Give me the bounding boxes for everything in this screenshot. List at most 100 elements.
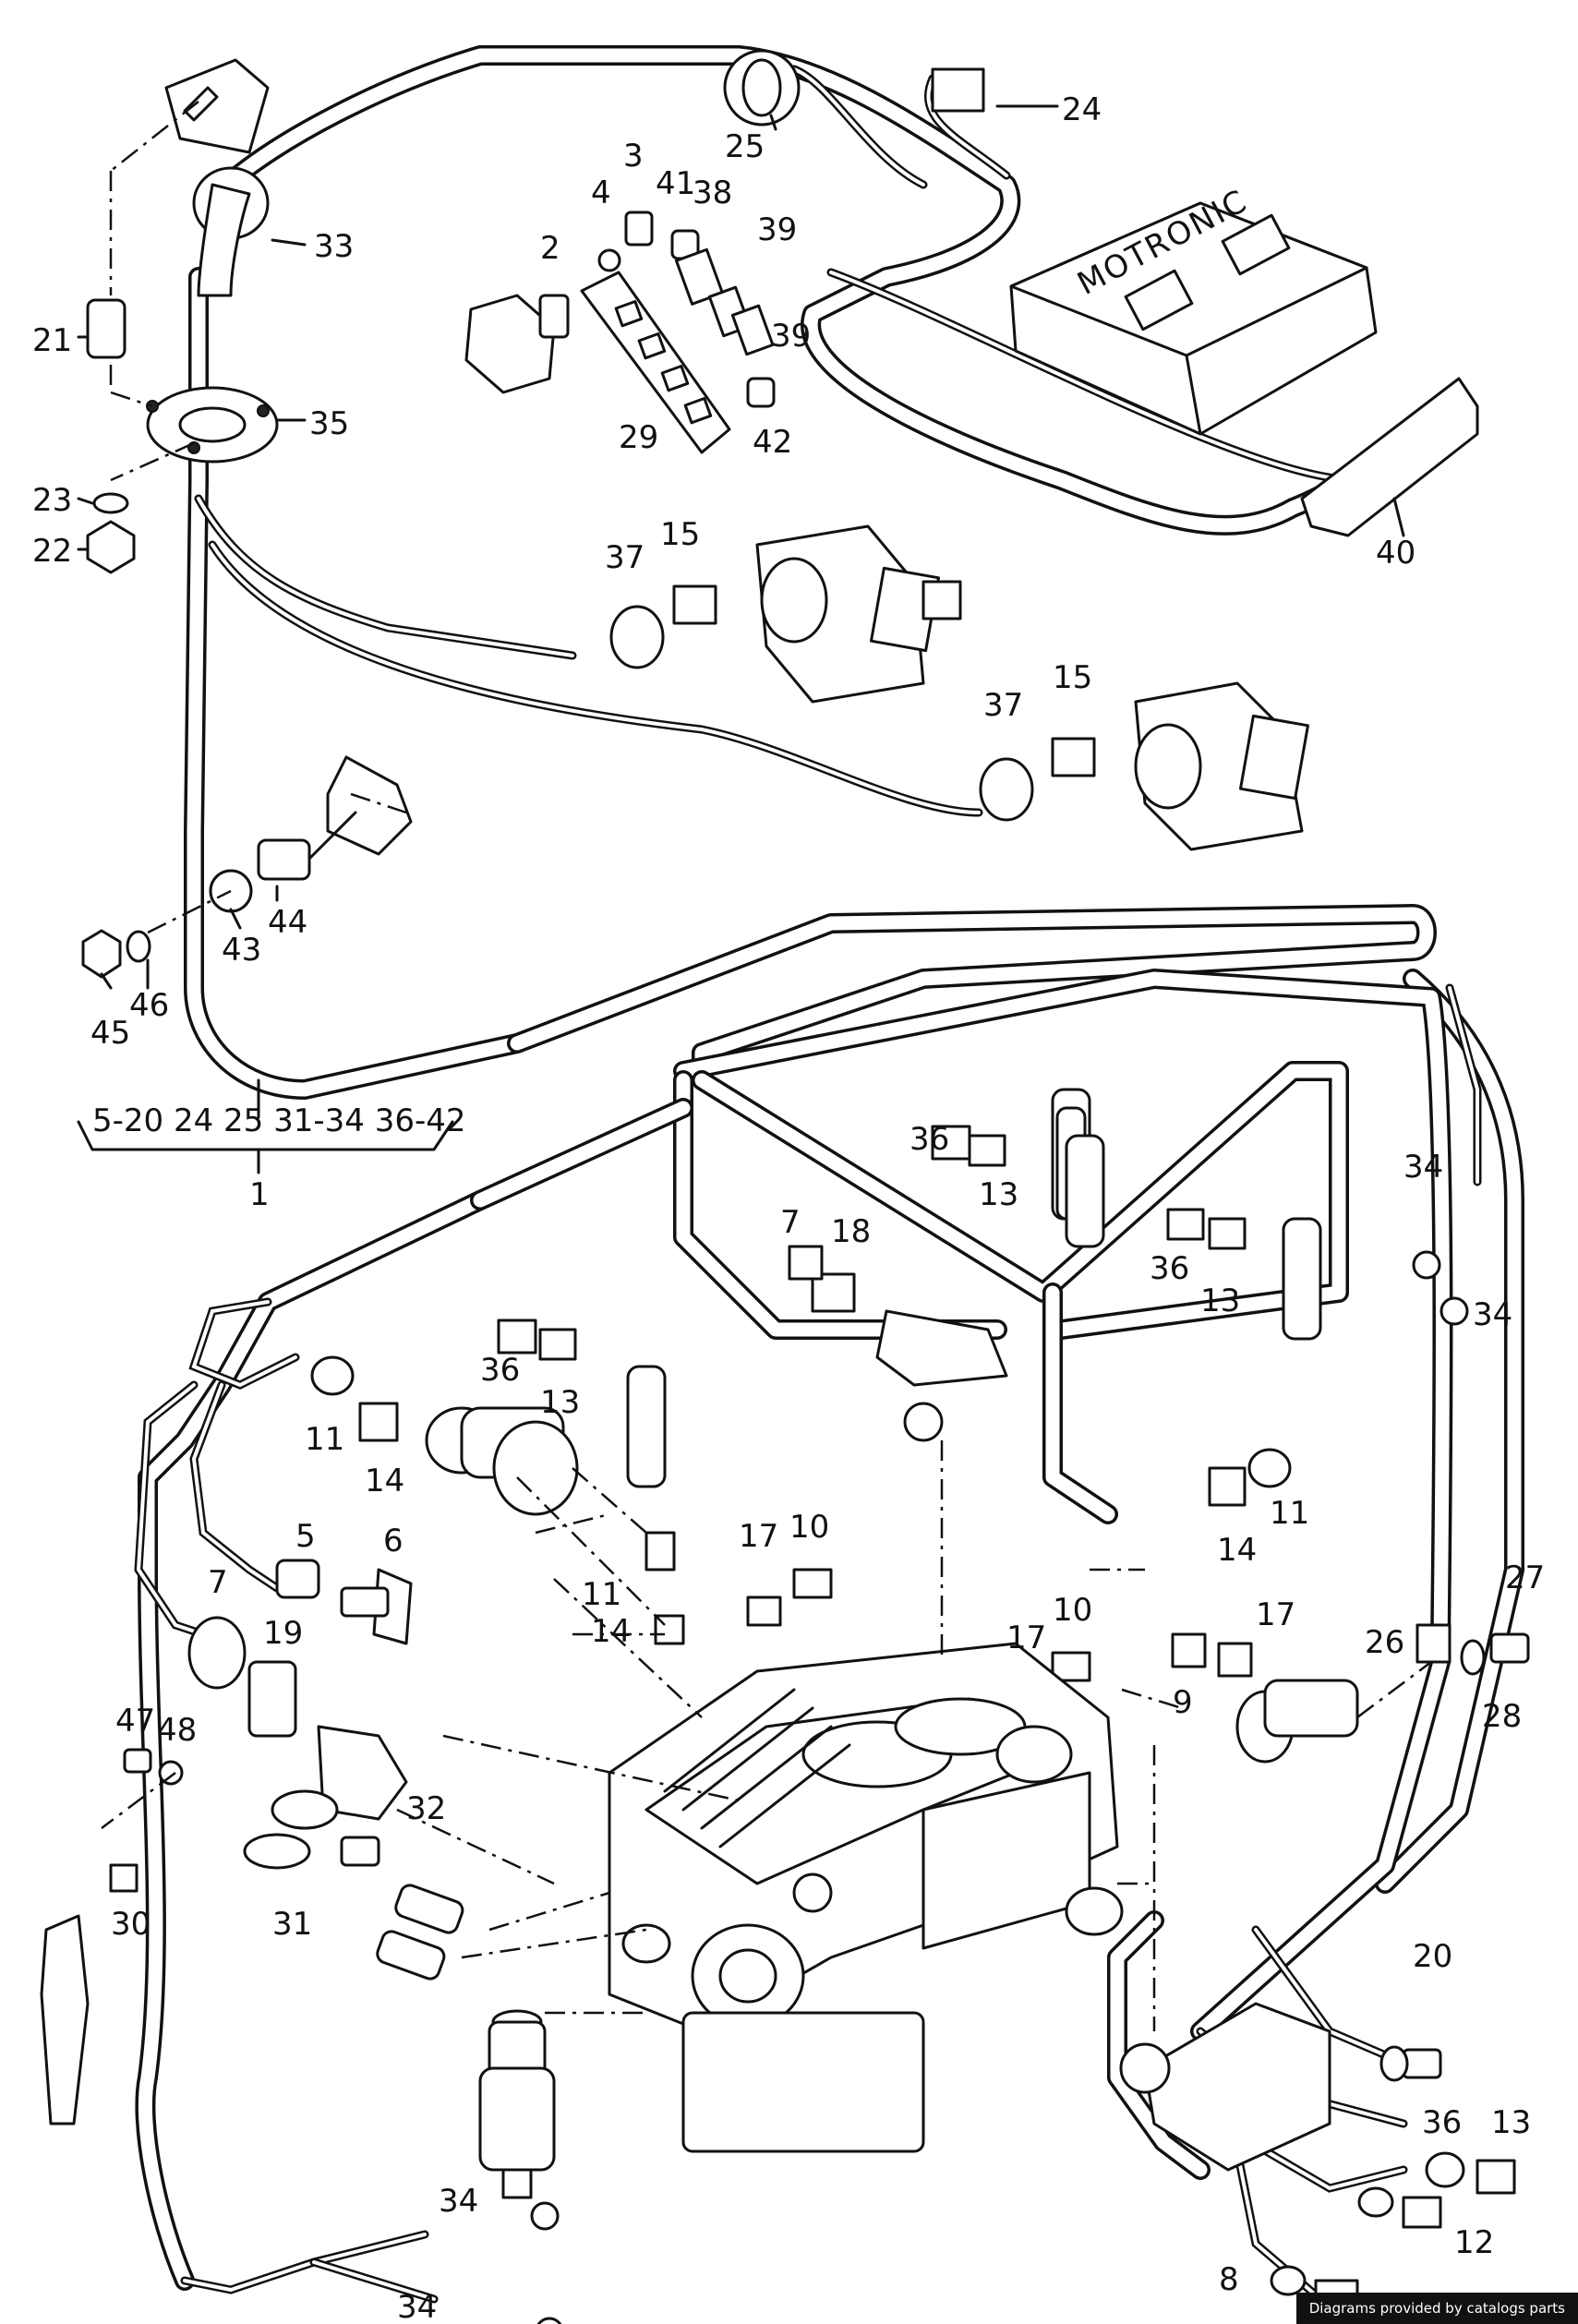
callout-34-d: 34 (397, 2289, 437, 2324)
washer-28 (1460, 1639, 1486, 1676)
washer-23 (92, 492, 129, 514)
connector-13-d (538, 1328, 577, 1361)
bracket-30 (40, 1914, 90, 2125)
grommet-35 (146, 386, 279, 464)
callout-15-upper: 15 (660, 516, 700, 553)
callout-23: 23 (32, 482, 72, 519)
callout-6: 6 (383, 1523, 404, 1559)
sensor-6-body (340, 1586, 390, 1618)
callout-10-b: 10 (1053, 1592, 1092, 1629)
connector-36-c (497, 1319, 537, 1355)
callout-36-b: 36 (1150, 1250, 1189, 1287)
callout-1: 1 (249, 1176, 270, 1213)
callout-7-upper: 7 (780, 1204, 801, 1241)
callout-35: 35 (309, 405, 349, 442)
connector-18 (811, 1272, 856, 1313)
grommet-37-lower (979, 757, 1034, 822)
relay-plate-29 (580, 271, 731, 454)
switch-32 (340, 1836, 380, 1867)
valve-9 (1235, 1679, 1359, 1764)
callout-14-b: 14 (1217, 1532, 1257, 1569)
connector-15-upper (672, 584, 717, 625)
callout-46: 46 (129, 987, 169, 1024)
callout-8: 8 (1219, 2261, 1239, 2298)
bulb-42 (746, 377, 776, 408)
connector-36-e (1425, 2151, 1465, 2188)
connector-17-c (1217, 1642, 1253, 1678)
connector-14-a (358, 1402, 399, 1442)
ring-terminal-34-a (1412, 1250, 1441, 1280)
stud-2 (538, 294, 570, 339)
connector-13-a (922, 580, 962, 620)
callout-13-b: 13 (1200, 1282, 1240, 1319)
callout-25: 25 (725, 128, 765, 165)
connector-36-a (931, 1125, 971, 1161)
callout-18: 18 (831, 1213, 871, 1250)
callout-44: 44 (268, 904, 307, 941)
connector-14-c (654, 1614, 685, 1645)
callout-15-lower: 15 (1053, 659, 1092, 696)
callout-21: 21 (32, 322, 72, 359)
callout-leaders (77, 104, 1405, 1119)
group-bracket (77, 1120, 454, 1151)
connector-15-lower (1051, 737, 1096, 777)
callout-34-b: 34 (1473, 1296, 1512, 1333)
callout-29: 29 (619, 419, 658, 456)
washer-48 (158, 1760, 184, 1786)
callout-13-a: 13 (979, 1176, 1018, 1213)
callout-11-c: 11 (582, 1576, 621, 1613)
group-range: 5-20 24 25 31-34 36-42 (92, 1102, 466, 1139)
callout-5: 5 (295, 1518, 316, 1555)
bolt-27 (1489, 1632, 1530, 1664)
nut-22 (86, 520, 136, 574)
injector-e (626, 1365, 667, 1488)
sensor-5 (275, 1559, 320, 1599)
callout-19: 19 (263, 1615, 303, 1652)
knock-sensor (478, 2009, 556, 2199)
nut-45 (81, 929, 122, 979)
sensor-32 (394, 1884, 464, 1934)
grommet-33 (192, 166, 270, 297)
callout-36-c: 36 (480, 1352, 520, 1389)
connector-12 (1402, 2196, 1442, 2229)
callout-42: 42 (753, 424, 792, 461)
grommet-31 (243, 1833, 311, 1870)
clip-30 (109, 1863, 139, 1893)
callout-14-c: 14 (591, 1613, 631, 1650)
connector-36-b (1166, 1208, 1205, 1241)
callout-33: 33 (314, 228, 354, 265)
callout-40: 40 (1376, 535, 1415, 572)
idle-motor (425, 1406, 579, 1516)
callout-31: 31 (272, 1906, 312, 1943)
callout-37-upper: 37 (605, 539, 644, 576)
callout-13-c: 13 (540, 1384, 580, 1421)
callout-24: 24 (1062, 91, 1102, 128)
sensor-20 (1402, 2048, 1442, 2079)
callout-7-left: 7 (208, 1564, 228, 1601)
connector-14-b (1208, 1466, 1247, 1507)
callout-labels: 21 22 23 33 35 25 24 3 4 41 38 39 39 2 2… (32, 91, 1545, 2324)
callout-39-upper: 39 (757, 211, 797, 248)
connector-11-a (310, 1355, 355, 1396)
connector-13-c (1208, 1217, 1247, 1250)
callout-17-a: 17 (739, 1518, 778, 1555)
bracket-bottom-right (1143, 2002, 1331, 2172)
clip-26 (1415, 1623, 1452, 1664)
callout-11-a: 11 (305, 1421, 344, 1458)
callout-17-c: 17 (1256, 1596, 1295, 1633)
callout-12: 12 (1454, 2224, 1494, 2261)
callout-17-b: 17 (1006, 1620, 1046, 1656)
connector-10-a (792, 1568, 833, 1599)
spacer-21 (86, 298, 126, 359)
ring-terminal-34-b (1439, 1296, 1469, 1326)
callout-2: 2 (540, 230, 560, 267)
callout-48: 48 (157, 1712, 197, 1749)
injector-d (1282, 1217, 1322, 1341)
grommet-37-upper (609, 605, 665, 669)
spacer-44 (257, 838, 311, 881)
bracket-plate (164, 58, 270, 154)
ignition-coil-upper (755, 524, 940, 704)
callout-43: 43 (222, 932, 261, 969)
motronic-ecu: MOTRONIC (1009, 183, 1479, 537)
